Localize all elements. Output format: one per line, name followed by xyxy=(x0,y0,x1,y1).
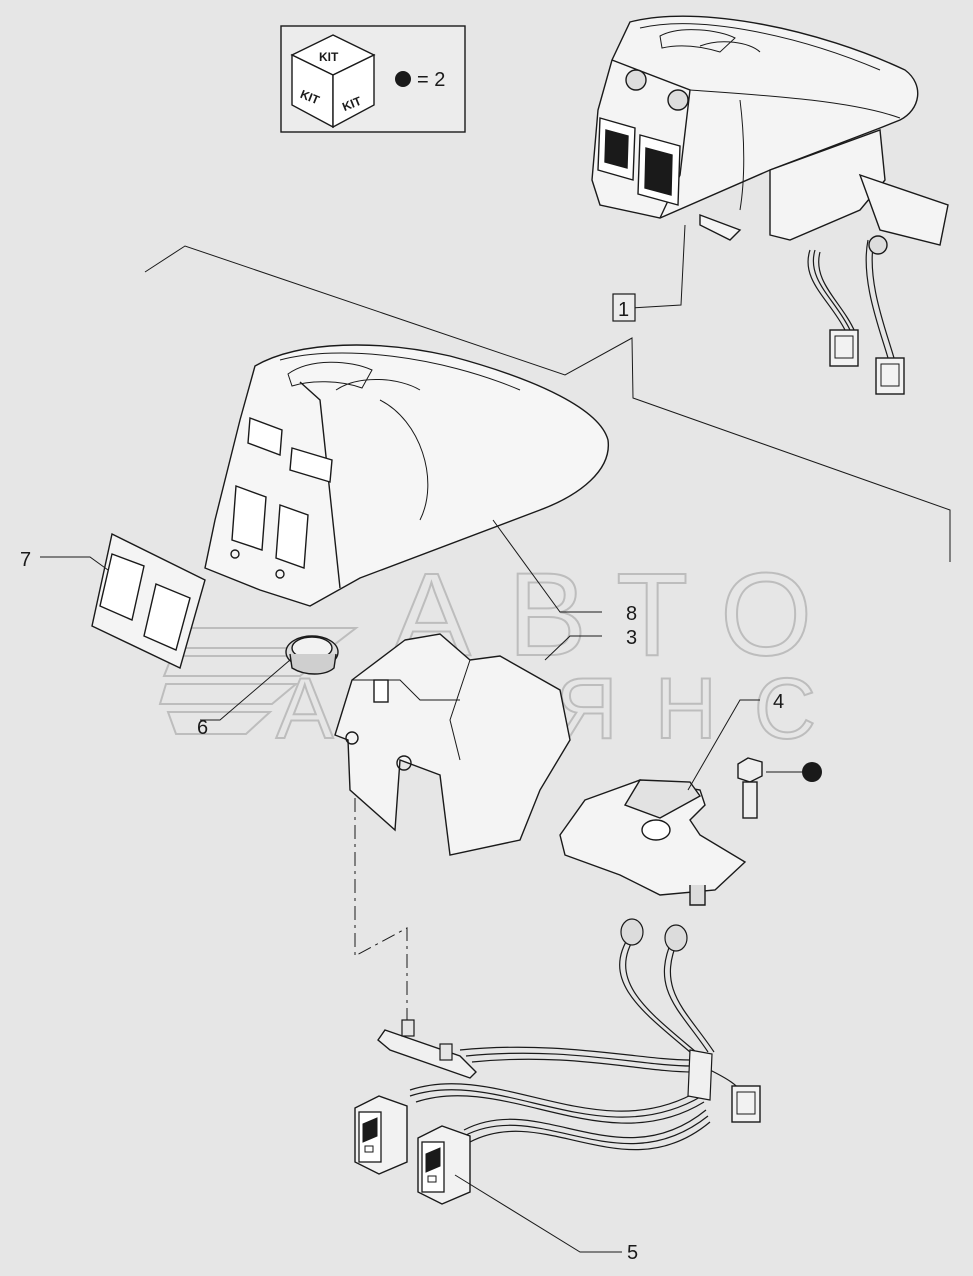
knob xyxy=(285,635,339,675)
callout-3-label: 3 xyxy=(626,627,637,649)
kit-cube-top-label: KIT xyxy=(319,50,339,64)
joystick-housing xyxy=(559,779,747,906)
kit-cube-right-label: KIT xyxy=(340,94,364,114)
console-cover xyxy=(204,344,609,607)
kit-quantity-label: = 2 xyxy=(417,69,445,91)
assembly-guide-lines xyxy=(144,224,951,1028)
callout-5-label: 5 xyxy=(627,1242,638,1264)
callout-7-label: 7 xyxy=(20,549,31,571)
callout-1: 1 xyxy=(612,293,636,322)
kit-legend-box: KIT KIT KIT = 2 xyxy=(280,25,466,133)
bolt-quantity-dot-icon xyxy=(802,762,822,782)
assembled-console xyxy=(591,15,949,395)
bezel-panel xyxy=(91,532,206,669)
callout-leader-lines xyxy=(40,519,760,1253)
callout-6-label: 6 xyxy=(197,717,208,739)
wiring-harness xyxy=(354,918,761,1205)
kit-cube-left-label: KIT xyxy=(298,87,322,107)
callout-8-label: 8 xyxy=(626,603,637,625)
kit-cube-icon xyxy=(290,34,376,129)
callout-4-label: 4 xyxy=(773,691,784,713)
bracket xyxy=(334,633,571,856)
callout-1-label: 1 xyxy=(618,299,629,321)
bolt xyxy=(737,757,763,819)
quantity-dot-icon xyxy=(395,71,411,87)
